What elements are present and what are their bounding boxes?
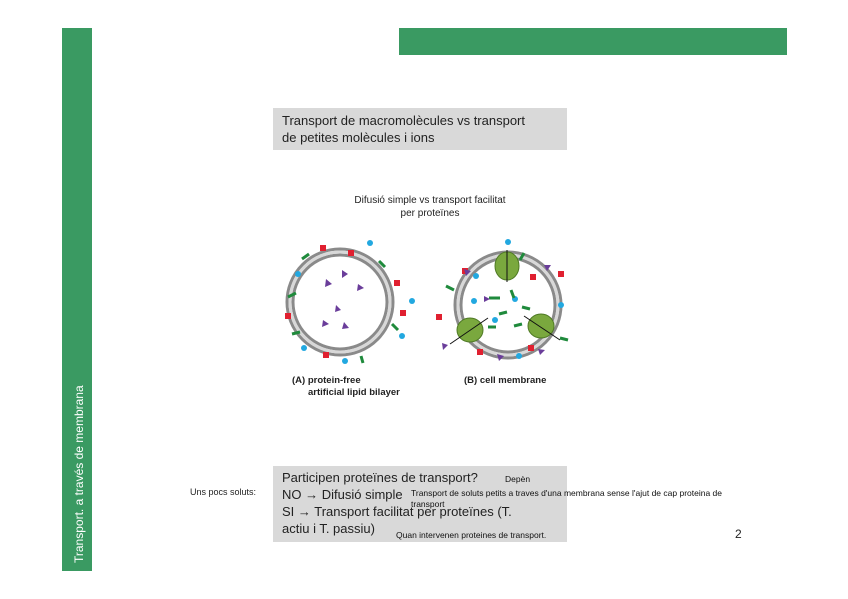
heading-line-2: de petites molècules i ions (282, 129, 567, 146)
label-a-line-1: (A) protein-free (292, 375, 361, 386)
note-simple-2: transport (411, 499, 445, 509)
bilayer-a (287, 249, 393, 355)
note-depen: Depèn (505, 474, 530, 484)
sidebar-title: Transport. a través de membrana (72, 385, 86, 563)
note-facilitat: Quan intervenen proteines de transport. (396, 530, 546, 540)
caption-line-2: per proteïnes (320, 207, 540, 220)
note-simple-1: Transport de soluts petits a traves d'un… (411, 488, 722, 498)
sidebar-title-wrap: Transport. a través de membrana (62, 28, 92, 571)
label-b: (B) cell membrane (464, 375, 546, 386)
question-line-4: actiu i T. passiu) (282, 521, 375, 536)
heading-line-1: Transport de macromolècules vs transport (282, 112, 567, 129)
top-accent-bar (399, 28, 787, 55)
caption-line-1: Difusió simple vs transport facilitat (320, 194, 540, 207)
question-line-1: Participen proteïnes de transport? (282, 470, 478, 485)
membrane-figure: (A) protein-free artificial lipid bilaye… (278, 232, 578, 402)
question-line-3: SI → Transport facilitat per proteïnes (… (282, 504, 512, 519)
label-a-line-2: artificial lipid bilayer (308, 387, 400, 398)
left-label: Uns pocs soluts: (190, 487, 256, 497)
figure-caption: Difusió simple vs transport facilitat pe… (320, 194, 540, 220)
page-number: 2 (735, 527, 742, 541)
heading-box: Transport de macromolècules vs transport… (273, 108, 567, 150)
question-line-2: NO → Difusió simple (282, 487, 403, 502)
